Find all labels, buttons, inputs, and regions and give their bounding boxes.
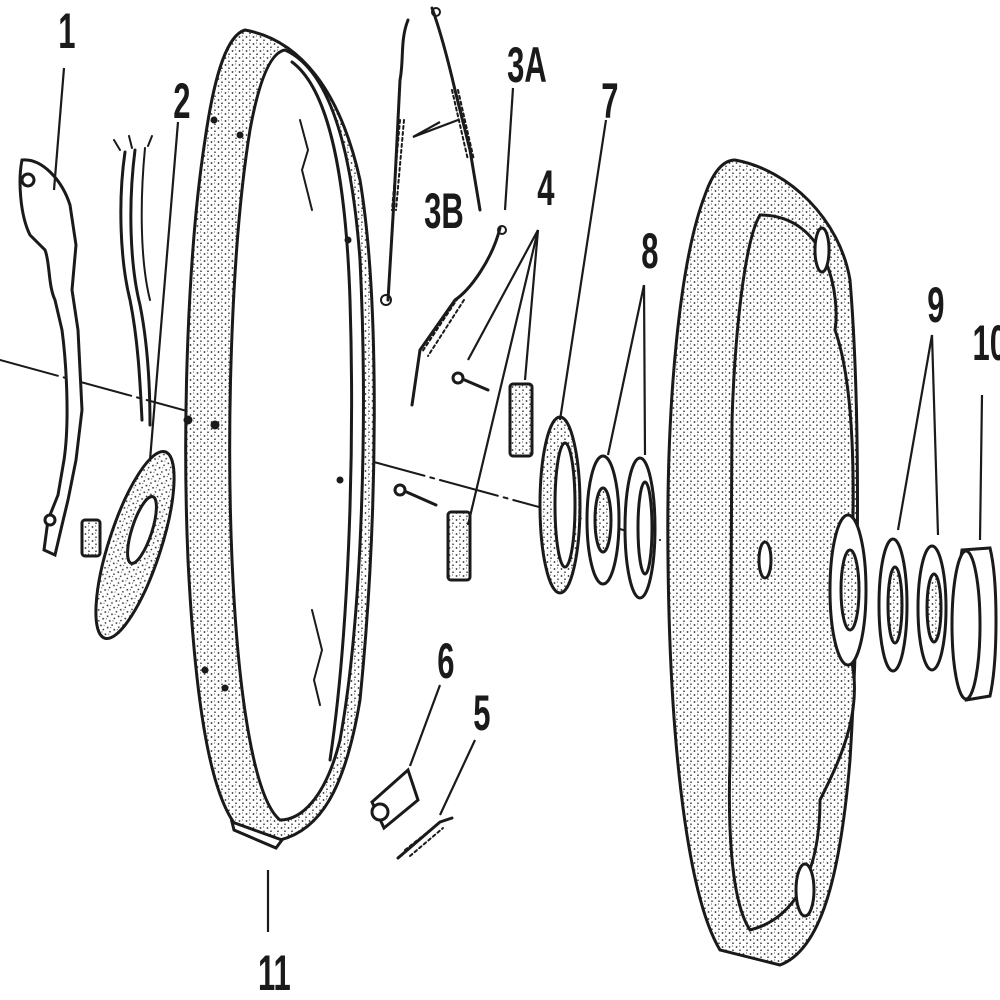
part-5-small-spring [396, 816, 454, 860]
part-8-inner-bearing [585, 454, 657, 600]
callout-6: 6 [437, 632, 454, 688]
part-3a-adjuster-spring [410, 225, 507, 407]
part-4-hold-down-pins [393, 371, 534, 582]
part-9-outer-bearing [877, 537, 948, 673]
callout-5: 5 [473, 684, 490, 740]
callout-11: 11 [258, 944, 291, 1000]
callout-10: 10 [973, 314, 1000, 370]
callout-4: 4 [537, 159, 554, 215]
callout-3a: 3A [507, 36, 547, 92]
part-11-backing-plate-shoes [183, 28, 376, 850]
part-2-magnet-assembly [80, 135, 176, 641]
part-7-grease-seal [538, 415, 582, 595]
callout-1: 1 [58, 2, 75, 58]
callout-8: 8 [641, 222, 658, 278]
part-3b-return-springs [380, 6, 482, 306]
callout-leader-lines [52, 67, 984, 932]
callout-2: 2 [173, 72, 190, 128]
part-6-adjuster-screw [370, 767, 420, 831]
callout-9: 9 [927, 276, 944, 332]
part-10-dust-cap [950, 546, 998, 702]
brake-drum-hub [666, 158, 868, 967]
callout-3b: 3B [424, 182, 464, 238]
part-1-brake-lever [18, 158, 84, 558]
callout-7: 7 [601, 72, 618, 128]
